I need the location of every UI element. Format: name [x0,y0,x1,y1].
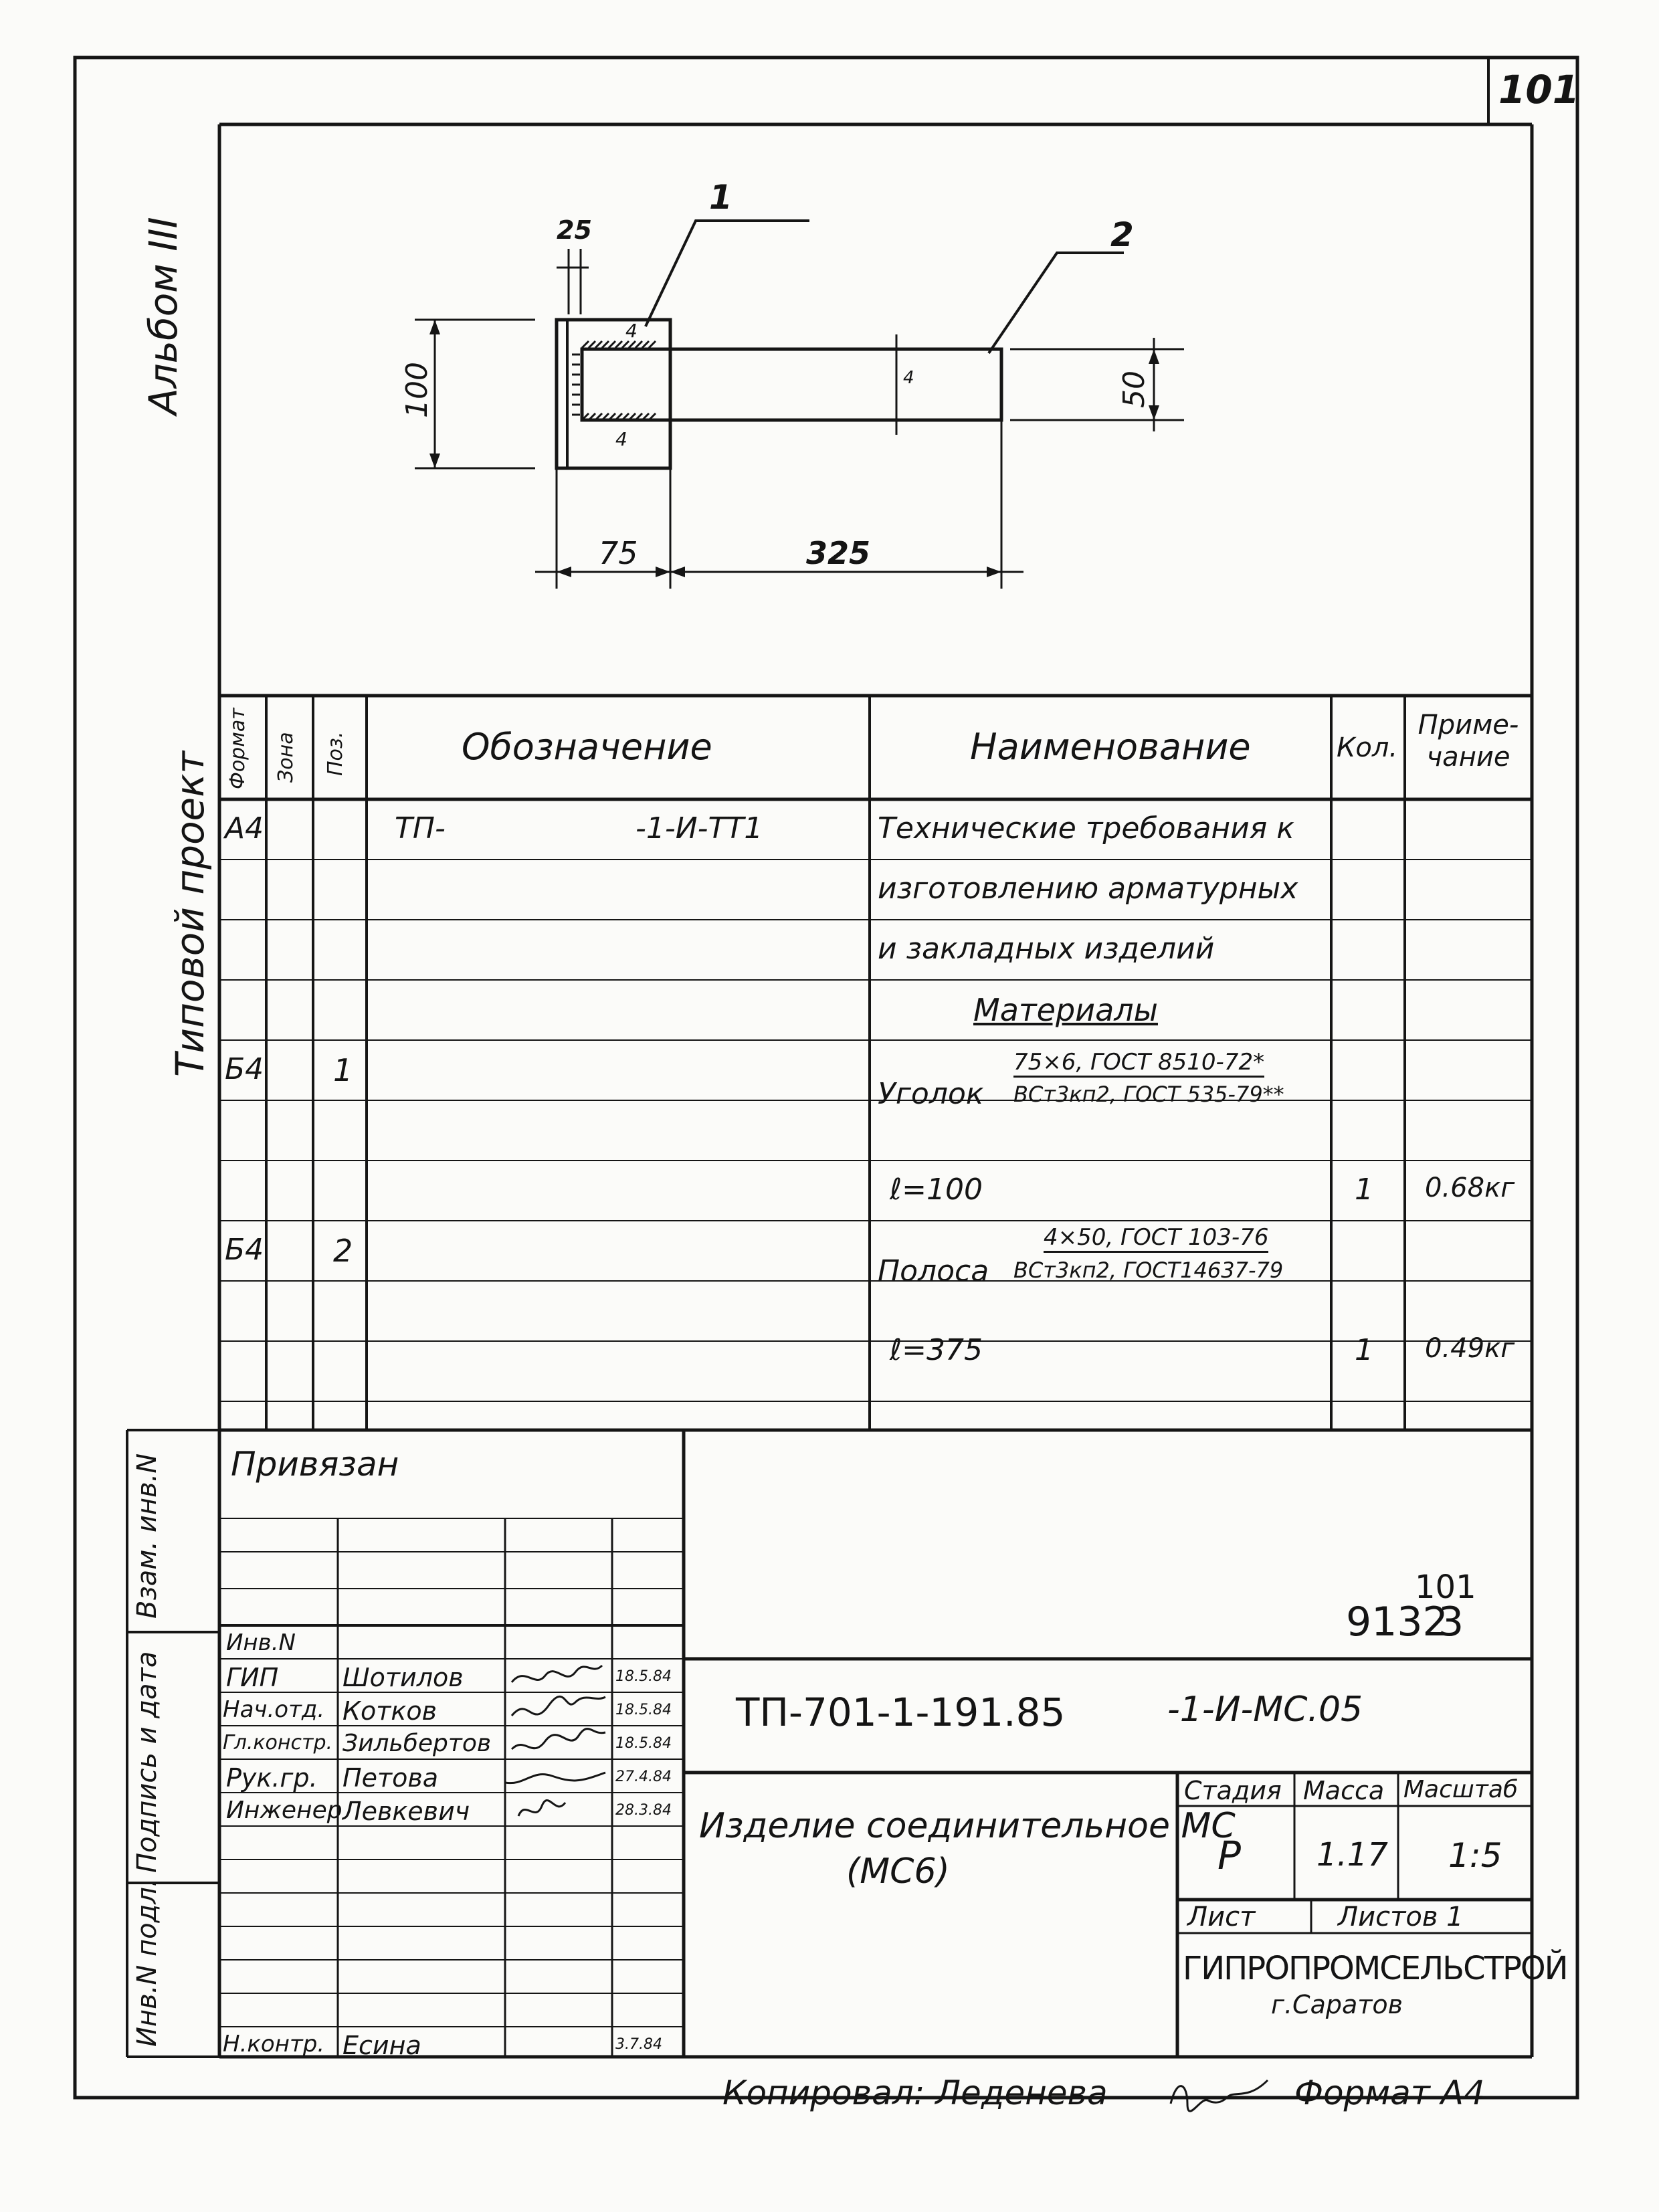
header-format: Формат [226,708,250,789]
name-nach-otd: Котков [343,1696,437,1726]
inv-n-label: Инв.N [226,1629,296,1656]
row1-format: А4 [225,811,264,845]
designation: ТП-701-1-191.85 [736,1690,1066,1735]
role-n-kontr: Н.контр. [223,2031,325,2057]
row1-oboz-right: -1-И-ТТ1 [636,811,763,845]
header-naimenovanie: Наименование [970,726,1251,768]
organization: ГИПРОПРОМСЕЛЬСТРОЙ [1183,1950,1569,1987]
role-ruk-gr: Рук.гр. [226,1763,318,1793]
header-primechanie: Приме-чание [1418,710,1519,773]
header-kol: Кол. [1337,732,1398,763]
stadiya-label: Стадия [1184,1776,1282,1805]
podpis-data-label: Подпись и дата [132,1651,163,1873]
listov-label: Листов 1 [1338,1902,1464,1932]
row2-naim: изготовлению арматурных [878,872,1298,906]
date-nach-otd: 18.5.84 [615,1702,672,1718]
row7-naim-main: Полоса [878,1254,989,1288]
strip-plate [580,347,1003,422]
stadiya-value: Р [1217,1833,1241,1878]
product-name-line1: Изделие соединительное МС [699,1806,1236,1846]
city: г.Саратов [1271,1990,1403,2019]
project-label: Типовой проект [167,750,213,1077]
dim-25: 25 [557,215,592,245]
inv-podl-label: Инв.N подл. [132,1878,163,2047]
role-nach-otd: Нач.отд. [223,1696,325,1723]
format-label: Формат А4 [1294,2074,1485,2112]
row7-format: Б4 [225,1233,264,1267]
weld-size-4b: 4 [615,428,627,450]
row5-format: Б4 [225,1052,264,1086]
row5-poz: 1 [333,1052,353,1088]
date-n-kontr: 3.7.84 [615,2036,662,2053]
copied-by: Копировал: Леденева [722,2074,1108,2112]
name-gl-konstr: Зильбертов [343,1730,492,1757]
masshtab-value: 1:5 [1448,1836,1502,1875]
row7-naim-top: 4×50, ГОСТ 103-76 [1044,1224,1269,1253]
date-gl-konstr: 18.5.84 [615,1735,672,1752]
name-n-kontr: Есина [343,2031,421,2060]
role-gl-konstr: Гл.констр. [223,1731,333,1754]
sheet-number-corner: 101 [1498,67,1580,112]
name-inzhener: Левкевич [343,1797,470,1826]
date-ruk-gr: 27.4.84 [615,1769,672,1785]
row5-naim-top: 75×6, ГОСТ 8510-72* [1013,1049,1265,1078]
dim-100: 100 [400,362,434,418]
position-1-label: 1 [709,178,733,217]
date-inzhener: 28.3.84 [615,1802,672,1819]
row7-naim-bottom: ВСт3кп2, ГОСТ14637-79 [1013,1258,1284,1283]
header-oboznachenie: Обозначение [462,726,712,768]
vzam-inv-label: Взам. инв.N [132,1453,163,1619]
massa-value: 1.17 [1316,1836,1388,1874]
designation-suffix: -1-И-МС.05 [1167,1690,1363,1730]
row5-naim-bottom: ВСт3кп2, ГОСТ 535-79** [1013,1082,1284,1107]
dim-75: 75 [599,535,638,571]
archive-number: 9132 [1346,1599,1448,1645]
strip-thickness-4: 4 [903,368,914,388]
list-label: Лист [1187,1902,1256,1932]
row8-mass: 0.49кг [1425,1333,1515,1364]
row6-mass: 0.68кг [1425,1173,1515,1203]
copier-signature [1169,2079,1269,2112]
header-zona: Зона [274,732,298,783]
signatures-column [505,1664,606,1817]
row4-materials: Материалы [973,992,1158,1028]
archive-sub: 3 [1438,1599,1464,1645]
row1-oboz-left: ТП- [395,811,446,845]
row6-length: ℓ=100 [890,1173,983,1207]
name-ruk-gr: Петова [343,1763,439,1793]
header-poz: Поз. [324,731,347,776]
dim-50: 50 [1117,371,1151,408]
row8-length: ℓ=375 [890,1333,983,1367]
album-label: Альбом III [140,217,186,415]
name-gip: Шотилов [343,1663,464,1692]
role-inzhener: Инженер [226,1797,343,1824]
archive-number-top: 101 [1415,1569,1476,1606]
row5-naim-main: Уголок [878,1077,984,1111]
masshtab-label: Масштаб [1403,1776,1519,1803]
massa-label: Масса [1303,1776,1385,1805]
row1-naim: Технические требования к [878,811,1294,845]
product-name-line2: (МС6) [846,1851,950,1892]
weld-size-4a: 4 [625,320,638,342]
date-gip: 18.5.84 [615,1668,672,1685]
position-2-label: 2 [1110,215,1134,254]
row7-poz: 2 [333,1233,353,1269]
dim-325: 325 [806,535,871,571]
row3-naim: и закладных изделий [878,932,1215,966]
privyazan-label: Привязан [231,1445,399,1484]
row6-kol: 1 [1355,1173,1373,1207]
role-gip: ГИП [226,1663,279,1692]
outer-frame [73,56,1579,2100]
row8-kol: 1 [1355,1333,1373,1367]
